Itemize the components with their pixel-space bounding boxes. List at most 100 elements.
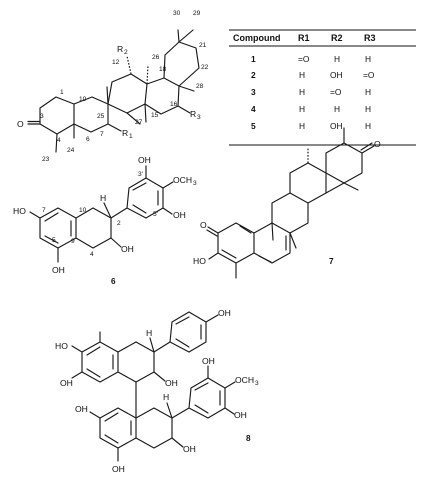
- c5p-label: 5': [153, 211, 158, 218]
- cell-compound: 3: [251, 87, 256, 97]
- c9-label: 9: [71, 238, 75, 245]
- header-r3: R3: [364, 33, 376, 43]
- h-c2-6: H: [100, 193, 106, 203]
- ring-d: [144, 77, 180, 115]
- methyl-b-7: [271, 222, 274, 241]
- cell-compound: 1: [251, 54, 256, 64]
- carbonyl-7-bond: [206, 226, 219, 237]
- ho-7-bond: [208, 252, 219, 260]
- cell-r3: H: [365, 54, 371, 64]
- upper-oh-bond: [205, 314, 219, 323]
- r3-label: R: [190, 109, 196, 119]
- upper-h-bond: [149, 337, 155, 353]
- header-compound: Compound: [233, 33, 281, 43]
- cell-r1: H: [299, 121, 305, 131]
- c6-label: 6: [86, 136, 90, 143]
- oh-upper-c3-8: OH: [165, 378, 178, 388]
- h-lower-8: H: [163, 392, 169, 402]
- compound-6-id: 6: [111, 277, 116, 286]
- lower-ring-c-8: [135, 407, 173, 449]
- table-row: 2 H OH =O: [251, 70, 375, 80]
- lower-h-bond: [166, 402, 173, 419]
- lower-c3-oh-bond: [171, 437, 184, 448]
- c3-label: 3: [40, 113, 44, 120]
- lower-ring-b-8-double: [194, 382, 221, 414]
- c3p-label: 3': [138, 171, 143, 178]
- cell-r2: =O: [330, 87, 342, 97]
- compound-8-structure: OH HO H OH OH OH OH H OCH 3 OH OH OH 8: [55, 308, 259, 474]
- och3-subscript: 3: [193, 180, 197, 187]
- c28-methyl: [178, 85, 195, 92]
- lower-c2-aryl-bond: [171, 407, 190, 419]
- r1-label: R: [122, 128, 128, 138]
- c29-label: 29: [193, 10, 201, 17]
- h-upper-8: H: [146, 328, 152, 338]
- cell-compound: 5: [251, 121, 256, 131]
- cell-r1: H: [299, 104, 305, 114]
- header-r1: R1: [298, 33, 310, 43]
- ring-d-7: [289, 162, 327, 204]
- oh-upper-b-8: OH: [218, 308, 231, 318]
- c23-methyl: [55, 133, 58, 153]
- upper-ring-c-8: [117, 341, 155, 383]
- ring-a-6-double: [44, 212, 72, 244]
- c3-oh-bond: [110, 237, 122, 248]
- triterpene-skeleton: 30 29 26 12 18 21 22 1 10 28 3 25 16 27 …: [17, 10, 209, 163]
- och3-8: OCH: [235, 375, 254, 385]
- r2-hashed-bond: [126, 55, 132, 75]
- c18-label: 18: [159, 66, 167, 73]
- oh-3p: OH: [138, 155, 151, 165]
- table-row: 1 =O H H: [251, 54, 371, 64]
- o-carbonyl-7: O: [200, 220, 207, 230]
- ring-a-7: [217, 222, 255, 264]
- c10-label-6: 10: [79, 207, 87, 214]
- cell-r3: =O: [363, 70, 375, 80]
- c28-label: 28: [196, 83, 204, 90]
- r1-bond: [107, 123, 122, 132]
- upper-c7-oh-bond: [71, 345, 83, 353]
- c4-label-6: 4: [90, 251, 94, 258]
- c24-label: 24: [67, 147, 75, 154]
- methyl-c-7: [289, 232, 297, 249]
- table-row: 3 H =O H: [251, 87, 371, 97]
- c1-label: 1: [60, 89, 64, 96]
- ring-c-6: [75, 207, 112, 249]
- c15-bond: [126, 112, 141, 125]
- lower-ring-a-8-double: [104, 412, 132, 444]
- oh-lower-b-top-8: OH: [202, 356, 215, 366]
- c16-label: 16: [170, 101, 178, 108]
- ring-e: [163, 41, 200, 87]
- c2-label-6: 2: [117, 220, 121, 227]
- cell-r2: OH: [330, 70, 343, 80]
- c26-dashed-methyl: [146, 64, 149, 85]
- c7-label: 7: [42, 207, 46, 214]
- oh-lower-c3-8: OH: [183, 444, 196, 454]
- c5p-oh-bond: [162, 207, 173, 215]
- c2-aryl-bond: [110, 207, 128, 219]
- ring-d-e-bond: [325, 182, 345, 194]
- header-r2: R2: [331, 33, 343, 43]
- oh-lower-c7-8: OH: [75, 404, 88, 414]
- c10-label: 10: [79, 96, 87, 103]
- lower-och3-bond: [224, 381, 236, 389]
- lower-c7-oh-bond: [89, 411, 101, 419]
- c7-oh-bond: [29, 211, 41, 219]
- methyl-e2-7: [343, 182, 359, 191]
- upper-c5-oh-bond: [71, 371, 83, 379]
- c15-label: 15: [151, 112, 159, 119]
- cell-r2: OH: [330, 121, 343, 131]
- compound-8-id: 8: [246, 434, 251, 443]
- table-row: 5 H OH H: [251, 121, 371, 131]
- oh-5-6: OH: [52, 265, 65, 275]
- c4p-och3-bond: [162, 181, 174, 189]
- c2-h-bond: [103, 202, 112, 219]
- oh-lower-b-bottom-8: OH: [234, 410, 247, 420]
- c27-methyl: [144, 103, 147, 123]
- ring-b-7-double: [258, 235, 287, 263]
- c7-label: 7: [100, 131, 104, 138]
- ring-e-7: [325, 142, 363, 184]
- r2-label: R: [117, 44, 123, 54]
- c26-label: 26: [152, 54, 160, 61]
- upper-c3-oh-bond: [153, 371, 166, 382]
- c22-label: 22: [201, 64, 209, 71]
